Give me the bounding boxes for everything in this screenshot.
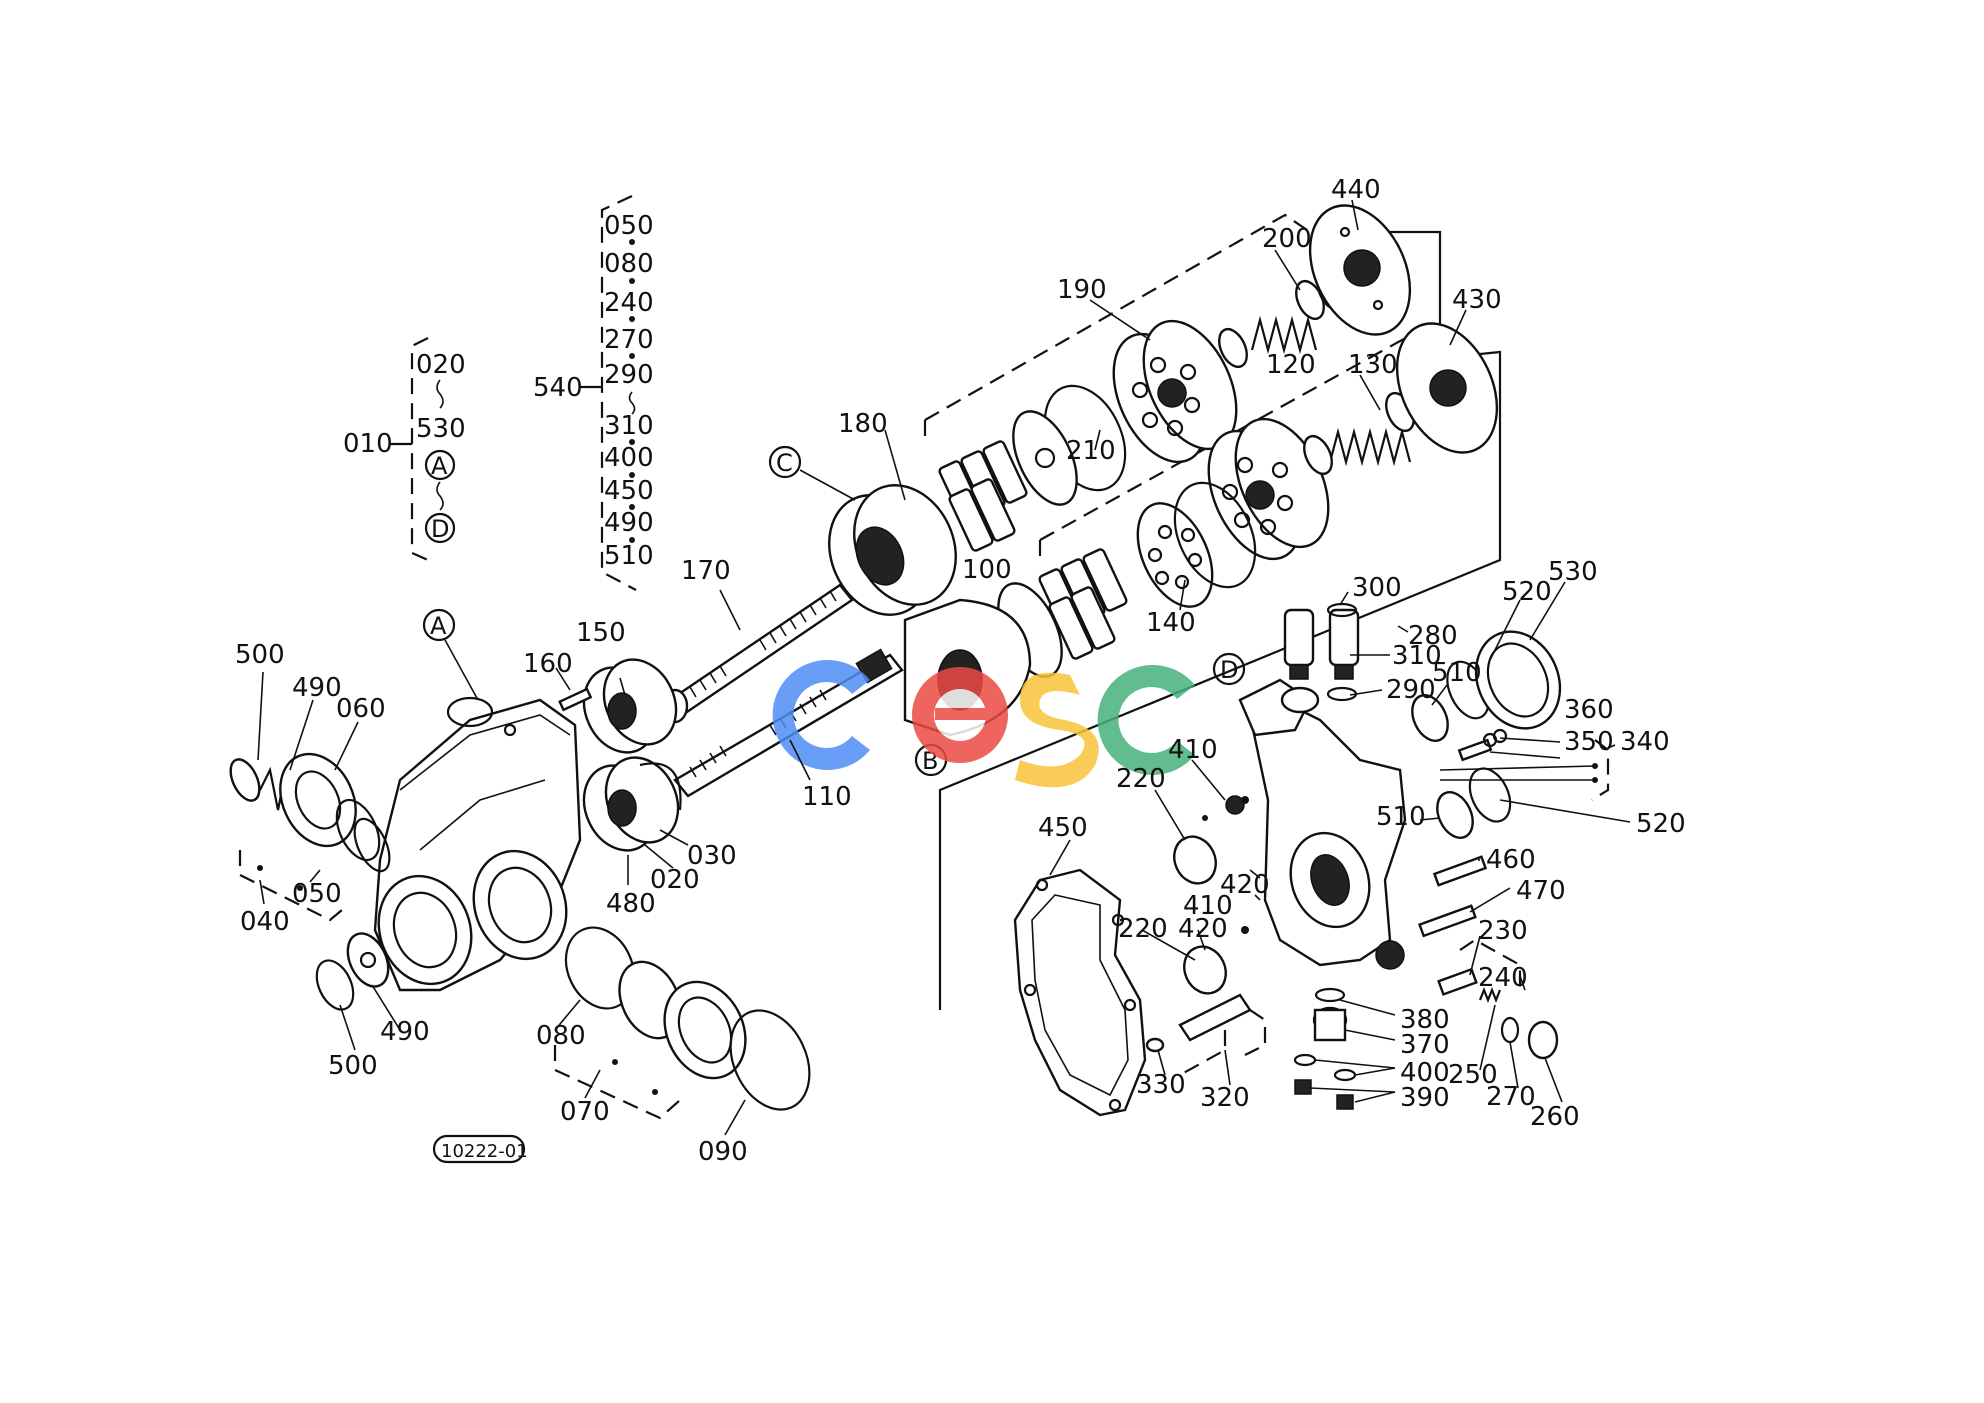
leader-lines bbox=[257, 199, 1631, 1136]
part-label-120: 120 bbox=[1266, 350, 1316, 380]
part-label-250: 250 bbox=[1448, 1060, 1498, 1090]
part-label-430: 430 bbox=[1452, 285, 1502, 315]
part-label-340: 340 bbox=[1620, 727, 1670, 757]
gear-housing bbox=[373, 696, 582, 992]
callout-d: D bbox=[1220, 656, 1238, 684]
part-label-470: 470 bbox=[1516, 876, 1566, 906]
part-label-060: 060 bbox=[336, 694, 386, 724]
part-label-510-upper: 510 bbox=[1432, 658, 1482, 688]
part-label-070: 070 bbox=[560, 1097, 610, 1127]
assembly-540-label: 540 bbox=[533, 373, 583, 403]
part-label-320: 320 bbox=[1200, 1083, 1250, 1113]
part-label-170: 170 bbox=[681, 556, 731, 586]
part-label-510-lower: 510 bbox=[1376, 802, 1426, 832]
part-label-050: 050 bbox=[292, 879, 342, 909]
part-label-440: 440 bbox=[1331, 175, 1381, 205]
part-label-090: 090 bbox=[698, 1137, 748, 1167]
part-label-130: 130 bbox=[1348, 350, 1398, 380]
assembly-010-bracket: 010 020 530 A D bbox=[343, 337, 466, 562]
upper-piston-set bbox=[938, 440, 1028, 552]
callout-c: C bbox=[776, 449, 793, 477]
assembly-010-to: 530 bbox=[416, 414, 466, 444]
part-label-420-upper: 420 bbox=[1220, 870, 1270, 900]
assembly-540-item: 290 bbox=[604, 360, 654, 390]
part-label-390: 390 bbox=[1400, 1083, 1450, 1113]
part-label-520-upper: 520 bbox=[1502, 577, 1552, 607]
part-label-480: 480 bbox=[606, 889, 656, 919]
part-label-080: 080 bbox=[536, 1021, 586, 1051]
bottom-rings bbox=[553, 926, 811, 1120]
drawing-code-badge: 10222-01 bbox=[432, 1134, 528, 1164]
part-label-270: 270 bbox=[1486, 1082, 1536, 1112]
part-label-330: 330 bbox=[1136, 1070, 1186, 1100]
part-label-460: 460 bbox=[1486, 845, 1536, 875]
lower-piston-set bbox=[1038, 548, 1128, 660]
assembly-540-item: 240 bbox=[604, 288, 654, 318]
part-label-020: 020 bbox=[650, 865, 700, 895]
part-label-040: 040 bbox=[240, 907, 290, 937]
part-labels: 440 200 190 430 120 130 180 210 100 170 … bbox=[235, 175, 1686, 1167]
pin-160 bbox=[558, 687, 593, 712]
assembly-010-label: 010 bbox=[343, 429, 393, 459]
part-label-210: 210 bbox=[1066, 436, 1116, 466]
valve-block bbox=[1225, 602, 1610, 1110]
small-parts-center bbox=[1145, 796, 1267, 1076]
bearing-150 bbox=[582, 658, 678, 754]
part-label-260: 260 bbox=[1530, 1102, 1580, 1132]
part-label-350: 350 bbox=[1564, 727, 1614, 757]
part-label-110: 110 bbox=[802, 782, 852, 812]
part-label-160: 160 bbox=[523, 649, 573, 679]
assembly-540-item: 080 bbox=[604, 249, 654, 279]
part-label-220-upper: 220 bbox=[1116, 764, 1166, 794]
part-label-180: 180 bbox=[838, 409, 888, 439]
callout-letters: A B C D bbox=[422, 445, 1246, 777]
assembly-540-item: 450 bbox=[604, 476, 654, 506]
part-label-520-lower: 520 bbox=[1636, 809, 1686, 839]
part-label-290: 290 bbox=[1386, 675, 1436, 705]
assembly-540-item: 490 bbox=[604, 508, 654, 538]
assembly-010-ref-to: D bbox=[431, 515, 449, 543]
part-label-360: 360 bbox=[1564, 695, 1614, 725]
assembly-540-item: 510 bbox=[604, 541, 654, 571]
drawing-code: 10222-01 bbox=[441, 1141, 528, 1162]
part-label-140: 140 bbox=[1146, 608, 1196, 638]
part-label-530: 530 bbox=[1548, 557, 1598, 587]
callout-a: A bbox=[430, 612, 447, 640]
assembly-010-from: 020 bbox=[416, 350, 466, 380]
bearing-020 bbox=[582, 756, 682, 852]
part-label-230: 230 bbox=[1478, 916, 1528, 946]
part-label-410-upper: 410 bbox=[1168, 735, 1218, 765]
assembly-540-item: 310 bbox=[604, 411, 654, 441]
assembly-010-ref-from: A bbox=[431, 452, 448, 480]
part-label-190: 190 bbox=[1057, 275, 1107, 305]
assembly-540-item: 400 bbox=[604, 443, 654, 473]
assembly-540-item: 050 bbox=[604, 211, 654, 241]
part-label-240: 240 bbox=[1478, 963, 1528, 993]
part-label-310: 310 bbox=[1392, 641, 1442, 671]
assembly-540-item: 270 bbox=[604, 325, 654, 355]
part-label-030: 030 bbox=[687, 841, 737, 871]
part-label-300: 300 bbox=[1352, 573, 1402, 603]
part-label-490-upper: 490 bbox=[292, 673, 342, 703]
watermark-logo: cesc bbox=[772, 660, 1195, 788]
part-label-220-lower: 220 bbox=[1118, 914, 1168, 944]
part-label-100: 100 bbox=[962, 555, 1012, 585]
part-label-150: 150 bbox=[576, 618, 626, 648]
part-label-500-lower: 500 bbox=[328, 1051, 378, 1081]
part-label-490-lower: 490 bbox=[380, 1017, 430, 1047]
part-label-500-upper: 500 bbox=[235, 640, 285, 670]
assembly-540-bracket: 540 050 080 240 270 290 310 400 450 490 … bbox=[533, 195, 654, 591]
part-label-200: 200 bbox=[1262, 224, 1312, 254]
gasket-450 bbox=[1013, 868, 1147, 1117]
left-side-parts bbox=[229, 752, 391, 1011]
part-label-370: 370 bbox=[1400, 1030, 1450, 1060]
part-label-280: 280 bbox=[1408, 621, 1458, 651]
part-label-410-lower: 410 bbox=[1183, 891, 1233, 921]
part-label-420-lower: 420 bbox=[1178, 914, 1228, 944]
part-label-450: 450 bbox=[1038, 813, 1088, 843]
part-label-400: 400 bbox=[1400, 1058, 1450, 1088]
part-label-380: 380 bbox=[1400, 1005, 1450, 1035]
